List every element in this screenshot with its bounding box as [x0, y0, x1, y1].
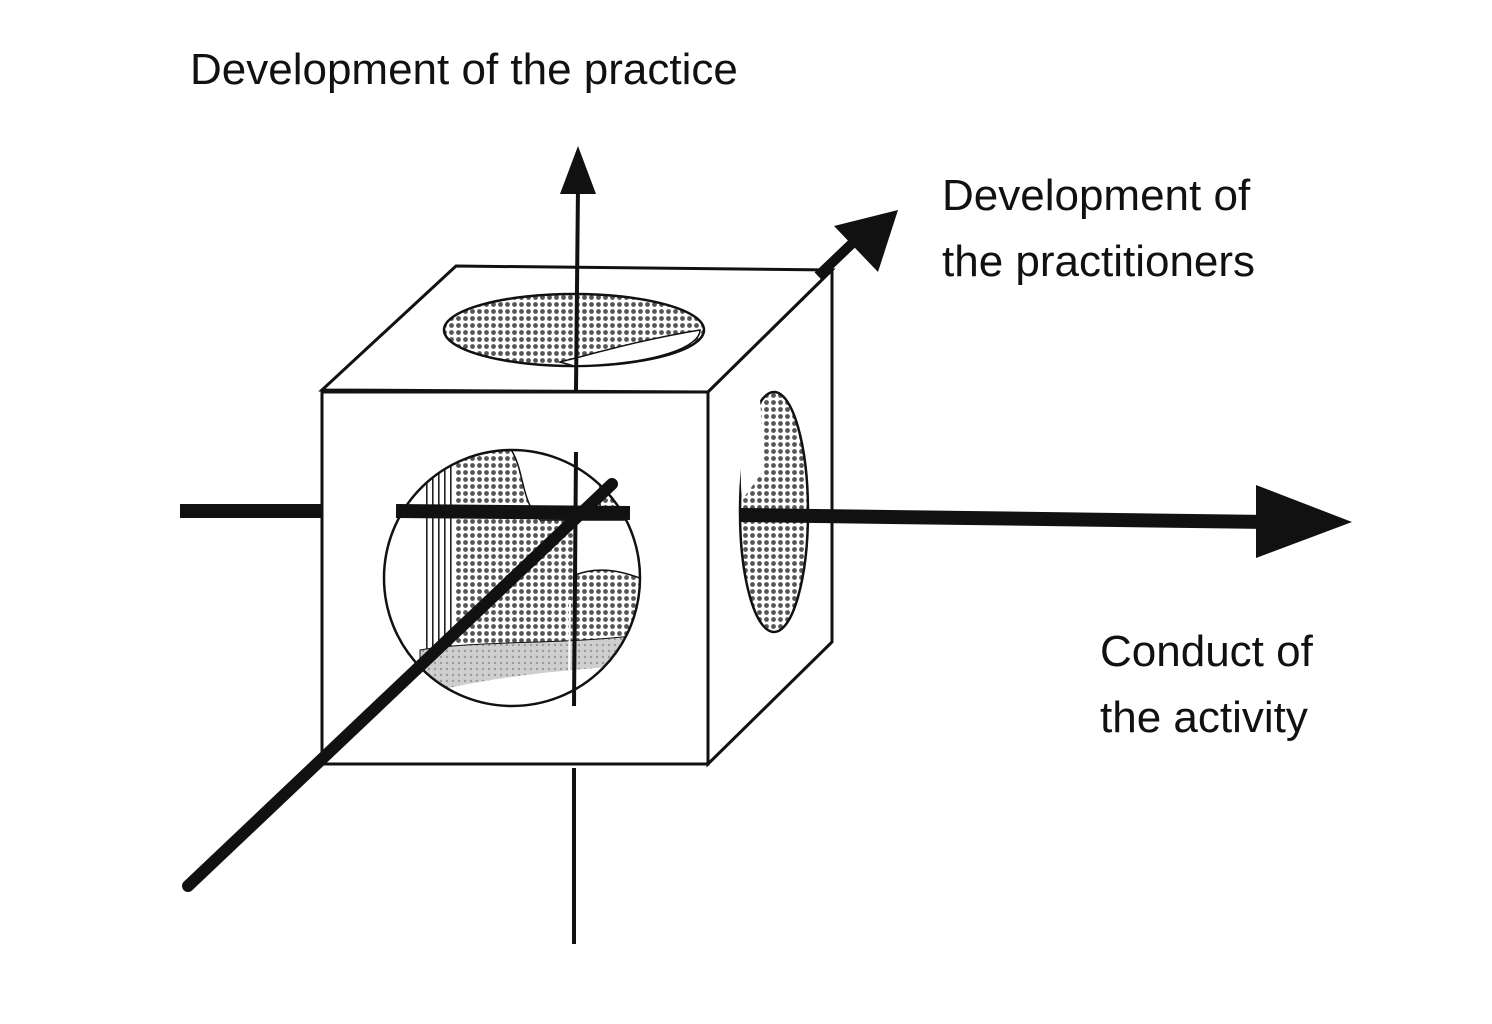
horizontal-axis-arrowhead	[1256, 485, 1352, 558]
label-diagonal-axis-line1: Development of	[942, 171, 1251, 220]
label-vertical-axis: Development of the practice	[190, 45, 738, 94]
vertical-axis-top	[574, 185, 580, 391]
vertical-axis-inner-highlight	[568, 599, 571, 691]
label-diagonal-axis-line2: the practitioners	[942, 237, 1255, 286]
diagonal-axis-arrowhead	[834, 210, 898, 272]
diagonal-axis-front	[182, 478, 618, 892]
vertical-axis-arrowhead	[560, 146, 596, 194]
horizontal-axis-inner	[395, 504, 631, 520]
label-horizontal-axis-line2: the activity	[1100, 693, 1308, 742]
right-opening-light-region	[740, 400, 764, 500]
label-horizontal-axis-line1: Conduct of	[1100, 627, 1314, 676]
vertical-axis-inner	[572, 451, 578, 707]
horizontal-axis-right	[739, 508, 1271, 529]
top-opening-light-region	[557, 329, 701, 367]
front-opening-rim	[382, 448, 642, 708]
